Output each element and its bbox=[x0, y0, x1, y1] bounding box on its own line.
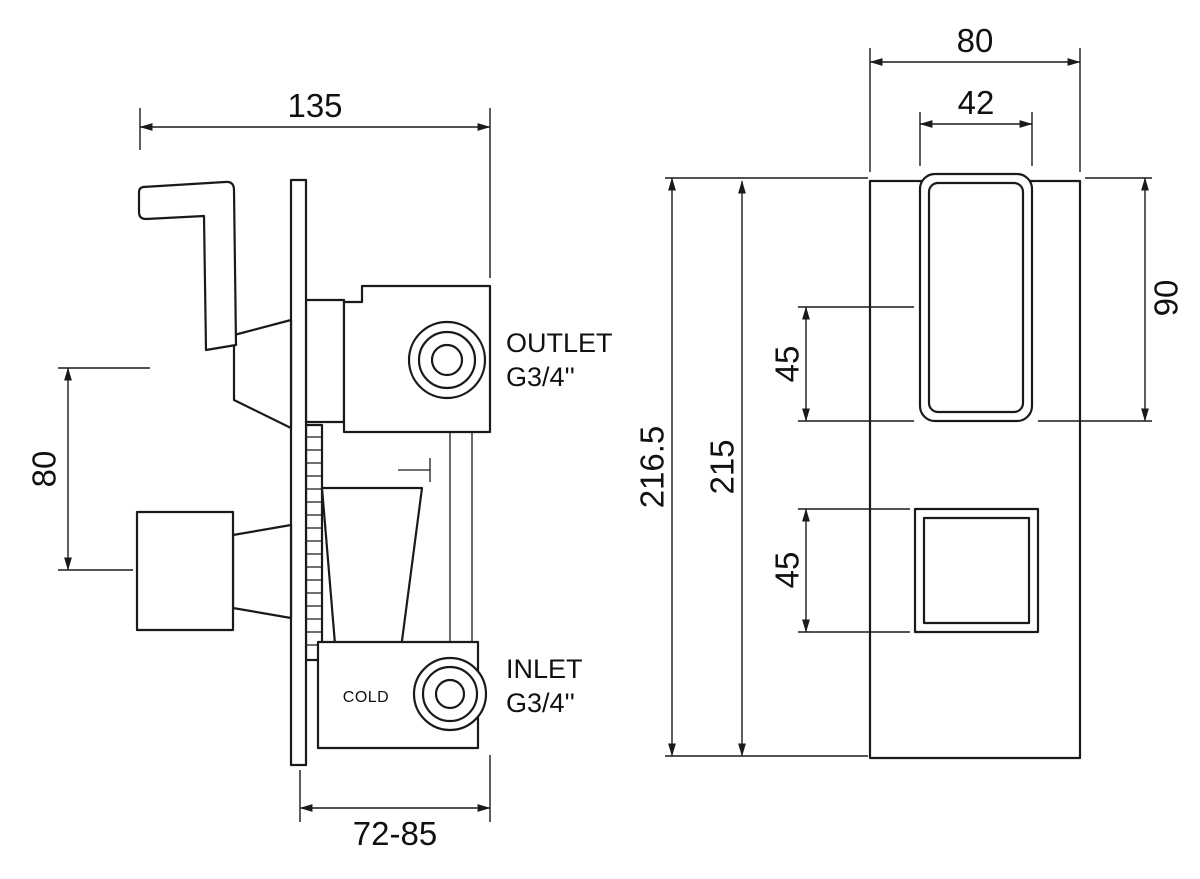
side-thread-lines bbox=[306, 436, 322, 646]
side-knob-handle bbox=[135, 510, 235, 632]
dimension-text: 90 bbox=[1148, 280, 1185, 317]
dim-control-offset: 45 bbox=[769, 508, 910, 633]
dimension-text: 135 bbox=[287, 87, 342, 124]
dim-handle-height: 90 bbox=[1038, 177, 1185, 422]
side-body-mount bbox=[304, 298, 346, 424]
dimension-text: 216.5 bbox=[634, 426, 671, 509]
side-threaded-column bbox=[304, 423, 324, 662]
side-wall-plate bbox=[289, 178, 308, 767]
dimension-text: 45 bbox=[769, 552, 806, 589]
inlet-port-inner-circle bbox=[434, 678, 466, 710]
outlet-label: OUTLET bbox=[506, 328, 613, 358]
dimension-text: 80 bbox=[957, 22, 994, 59]
dim-overall-height: 216.5 bbox=[634, 177, 676, 757]
front-lever-inner bbox=[927, 181, 1025, 414]
front-lever-outer bbox=[918, 172, 1034, 423]
side-lever-handle bbox=[137, 180, 238, 352]
side-view: COLD OUTLET G3/4'' INLET G3/4'' 135 80 bbox=[26, 87, 613, 852]
front-control-outer bbox=[913, 507, 1040, 634]
dim-handle-spacing: 80 bbox=[26, 367, 150, 571]
dim-handle-offset: 45 bbox=[769, 306, 914, 422]
front-control-inner bbox=[922, 516, 1031, 625]
outlet-port-inner-circle bbox=[430, 343, 464, 377]
cold-label: COLD bbox=[343, 689, 389, 706]
dim-plate-width: 80 bbox=[869, 22, 1081, 172]
front-view: 80 42 216.5 215 90 bbox=[634, 22, 1185, 760]
dimension-text: 72-85 bbox=[353, 815, 437, 852]
dim-recess-depth: 72-85 bbox=[299, 755, 491, 852]
inlet-label: INLET bbox=[506, 654, 583, 684]
dim-plate-height: 215 bbox=[704, 180, 746, 757]
dim-handle-width: 42 bbox=[919, 84, 1033, 166]
dimension-text: 80 bbox=[26, 451, 63, 488]
outlet-port bbox=[407, 320, 487, 400]
side-cartridge-cone bbox=[320, 486, 424, 658]
dimension-text: 42 bbox=[958, 84, 995, 121]
side-knob-stem bbox=[231, 523, 293, 620]
dimension-text: 215 bbox=[704, 439, 741, 494]
side-lever-stem bbox=[232, 318, 293, 430]
inlet-port bbox=[412, 656, 488, 732]
dim-overall-width: 135 bbox=[139, 87, 491, 278]
outlet-thread-label: G3/4'' bbox=[506, 362, 575, 392]
side-pipe-fitting-line bbox=[398, 458, 431, 482]
inlet-thread-label: G3/4'' bbox=[506, 688, 575, 718]
dimension-text: 45 bbox=[769, 346, 806, 383]
